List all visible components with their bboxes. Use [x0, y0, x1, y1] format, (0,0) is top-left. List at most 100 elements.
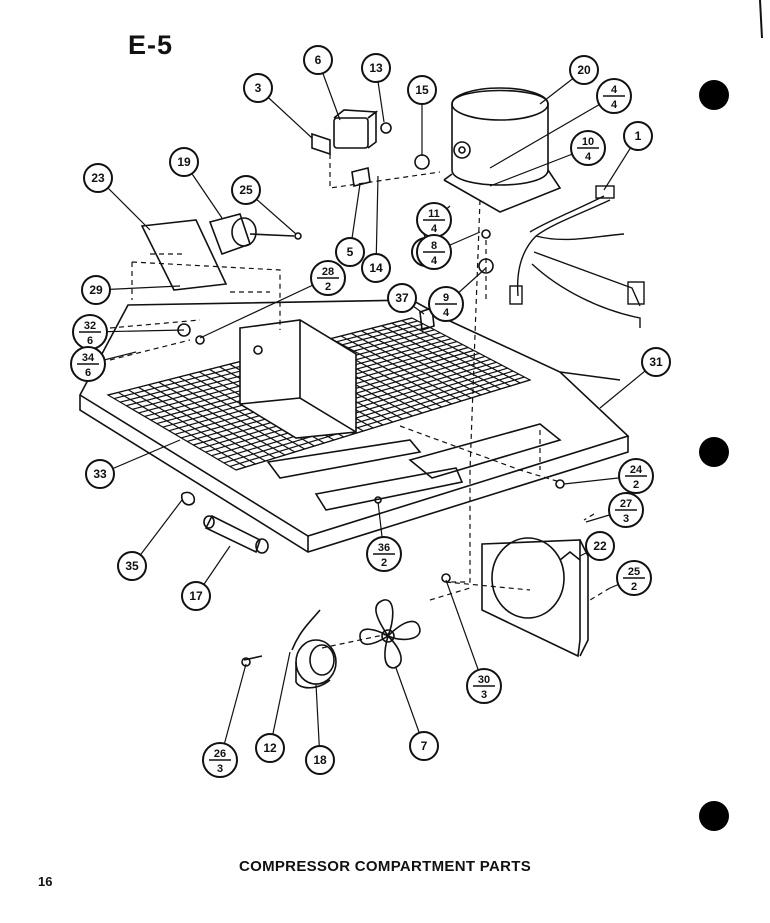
callout-quantity: 6: [87, 335, 93, 347]
callout-number: 18: [313, 753, 327, 767]
callout-number: 31: [649, 355, 663, 369]
callout-circle: [569, 55, 599, 85]
callout-number: 33: [93, 467, 107, 481]
callout-number: 20: [577, 63, 591, 77]
callout-number: 9: [443, 292, 449, 304]
timer-bracket: [140, 213, 302, 291]
callout-12: 12: [255, 733, 285, 763]
callout-number: 35: [125, 559, 139, 573]
leader-line: [375, 175, 379, 269]
callout-number: 22: [593, 539, 607, 553]
callout-number: 34: [82, 352, 95, 364]
callout-7: 7: [409, 731, 439, 761]
callout-number: 17: [189, 589, 203, 603]
callout-circle: [255, 733, 285, 763]
callout-circle: [243, 73, 273, 103]
callout-17: 17: [181, 581, 211, 611]
callout-number: 3: [255, 81, 262, 95]
callout-3: 3: [243, 73, 273, 103]
fan-motor: [295, 639, 337, 689]
leader-line: [489, 95, 615, 169]
callout-quantity: 4: [443, 307, 450, 319]
callout-25: 25: [231, 175, 261, 205]
callout-36-2: 362: [366, 536, 402, 572]
page-number: 16: [38, 874, 53, 889]
callout-4-4: 44: [596, 78, 632, 114]
callout-8-4: 84: [416, 234, 452, 270]
callout-circle: [81, 275, 111, 305]
divider-bracket: [239, 319, 357, 439]
callout-28-2: 282: [310, 260, 346, 296]
callout-34-6: 346: [70, 346, 106, 382]
callout-number: 25: [628, 566, 640, 578]
callout-quantity: 2: [631, 581, 637, 593]
callout-number: 29: [89, 283, 103, 297]
callout-circle: [409, 731, 439, 761]
callout-33: 33: [85, 459, 115, 489]
callout-circle: [387, 283, 417, 313]
callout-circle: [407, 75, 437, 105]
callout-circle: [303, 45, 333, 75]
callout-quantity: 3: [217, 763, 223, 775]
callout-24-2: 242: [618, 458, 654, 494]
callout-5: 5: [335, 237, 365, 267]
callout-number: 25: [239, 183, 253, 197]
callout-quantity: 2: [325, 281, 331, 293]
callout-11-4: 114: [416, 202, 452, 238]
callout-25-2: 252: [616, 560, 652, 596]
callout-23: 23: [83, 163, 113, 193]
callout-number: 36: [378, 542, 390, 554]
callout-number: 6: [315, 53, 322, 67]
callout-number: 28: [322, 266, 334, 278]
callout-1: 1: [623, 121, 653, 151]
callout-circle: [181, 581, 211, 611]
callout-number: 4: [611, 84, 618, 96]
callout-number: 10: [582, 136, 594, 148]
callout-quantity: 3: [623, 513, 629, 525]
callout-circle: [361, 53, 391, 83]
page-edge-mark: [759, 0, 763, 39]
callout-18: 18: [305, 745, 335, 775]
callout-quantity: 4: [585, 151, 592, 163]
callout-number: 5: [347, 245, 354, 259]
callout-35: 35: [117, 551, 147, 581]
callout-quantity: 6: [85, 367, 91, 379]
callout-circle: [361, 253, 391, 283]
callout-30-3: 303: [466, 668, 502, 704]
clip: [180, 491, 196, 506]
compressor: [443, 87, 562, 213]
callout-26-3: 263: [202, 742, 238, 778]
binder-hole: [699, 80, 729, 110]
callout-37: 37: [387, 283, 417, 313]
callout-31: 31: [641, 347, 671, 377]
callout-circle: [85, 459, 115, 489]
callout-number: 14: [369, 261, 383, 275]
callout-number: 1: [635, 129, 642, 143]
callout-number: 11: [428, 208, 440, 220]
bracket-clip: [419, 306, 435, 332]
callout-29: 29: [81, 275, 111, 305]
callout-quantity: 4: [431, 255, 438, 267]
callout-20: 20: [569, 55, 599, 85]
callout-quantity: 4: [611, 99, 618, 111]
callout-quantity: 3: [481, 689, 487, 701]
callout-circle: [585, 531, 615, 561]
callout-19: 19: [169, 147, 199, 177]
screw-head: [195, 335, 205, 345]
callout-quantity: 2: [633, 479, 639, 491]
callout-number: 37: [395, 291, 409, 305]
fan-shroud: [481, 537, 589, 658]
motor-bracket: [291, 609, 321, 651]
callout-14: 14: [361, 253, 391, 283]
callout-number: 8: [431, 240, 437, 252]
callout-27-3: 273: [608, 492, 644, 528]
callout-22: 22: [585, 531, 615, 561]
callout-32-6: 326: [72, 314, 108, 350]
callout-13: 13: [361, 53, 391, 83]
callout-6: 6: [303, 45, 333, 75]
callout-circle: [169, 147, 199, 177]
callout-number: 12: [263, 741, 277, 755]
callout-number: 32: [84, 320, 96, 332]
relay-parts: [311, 109, 430, 187]
